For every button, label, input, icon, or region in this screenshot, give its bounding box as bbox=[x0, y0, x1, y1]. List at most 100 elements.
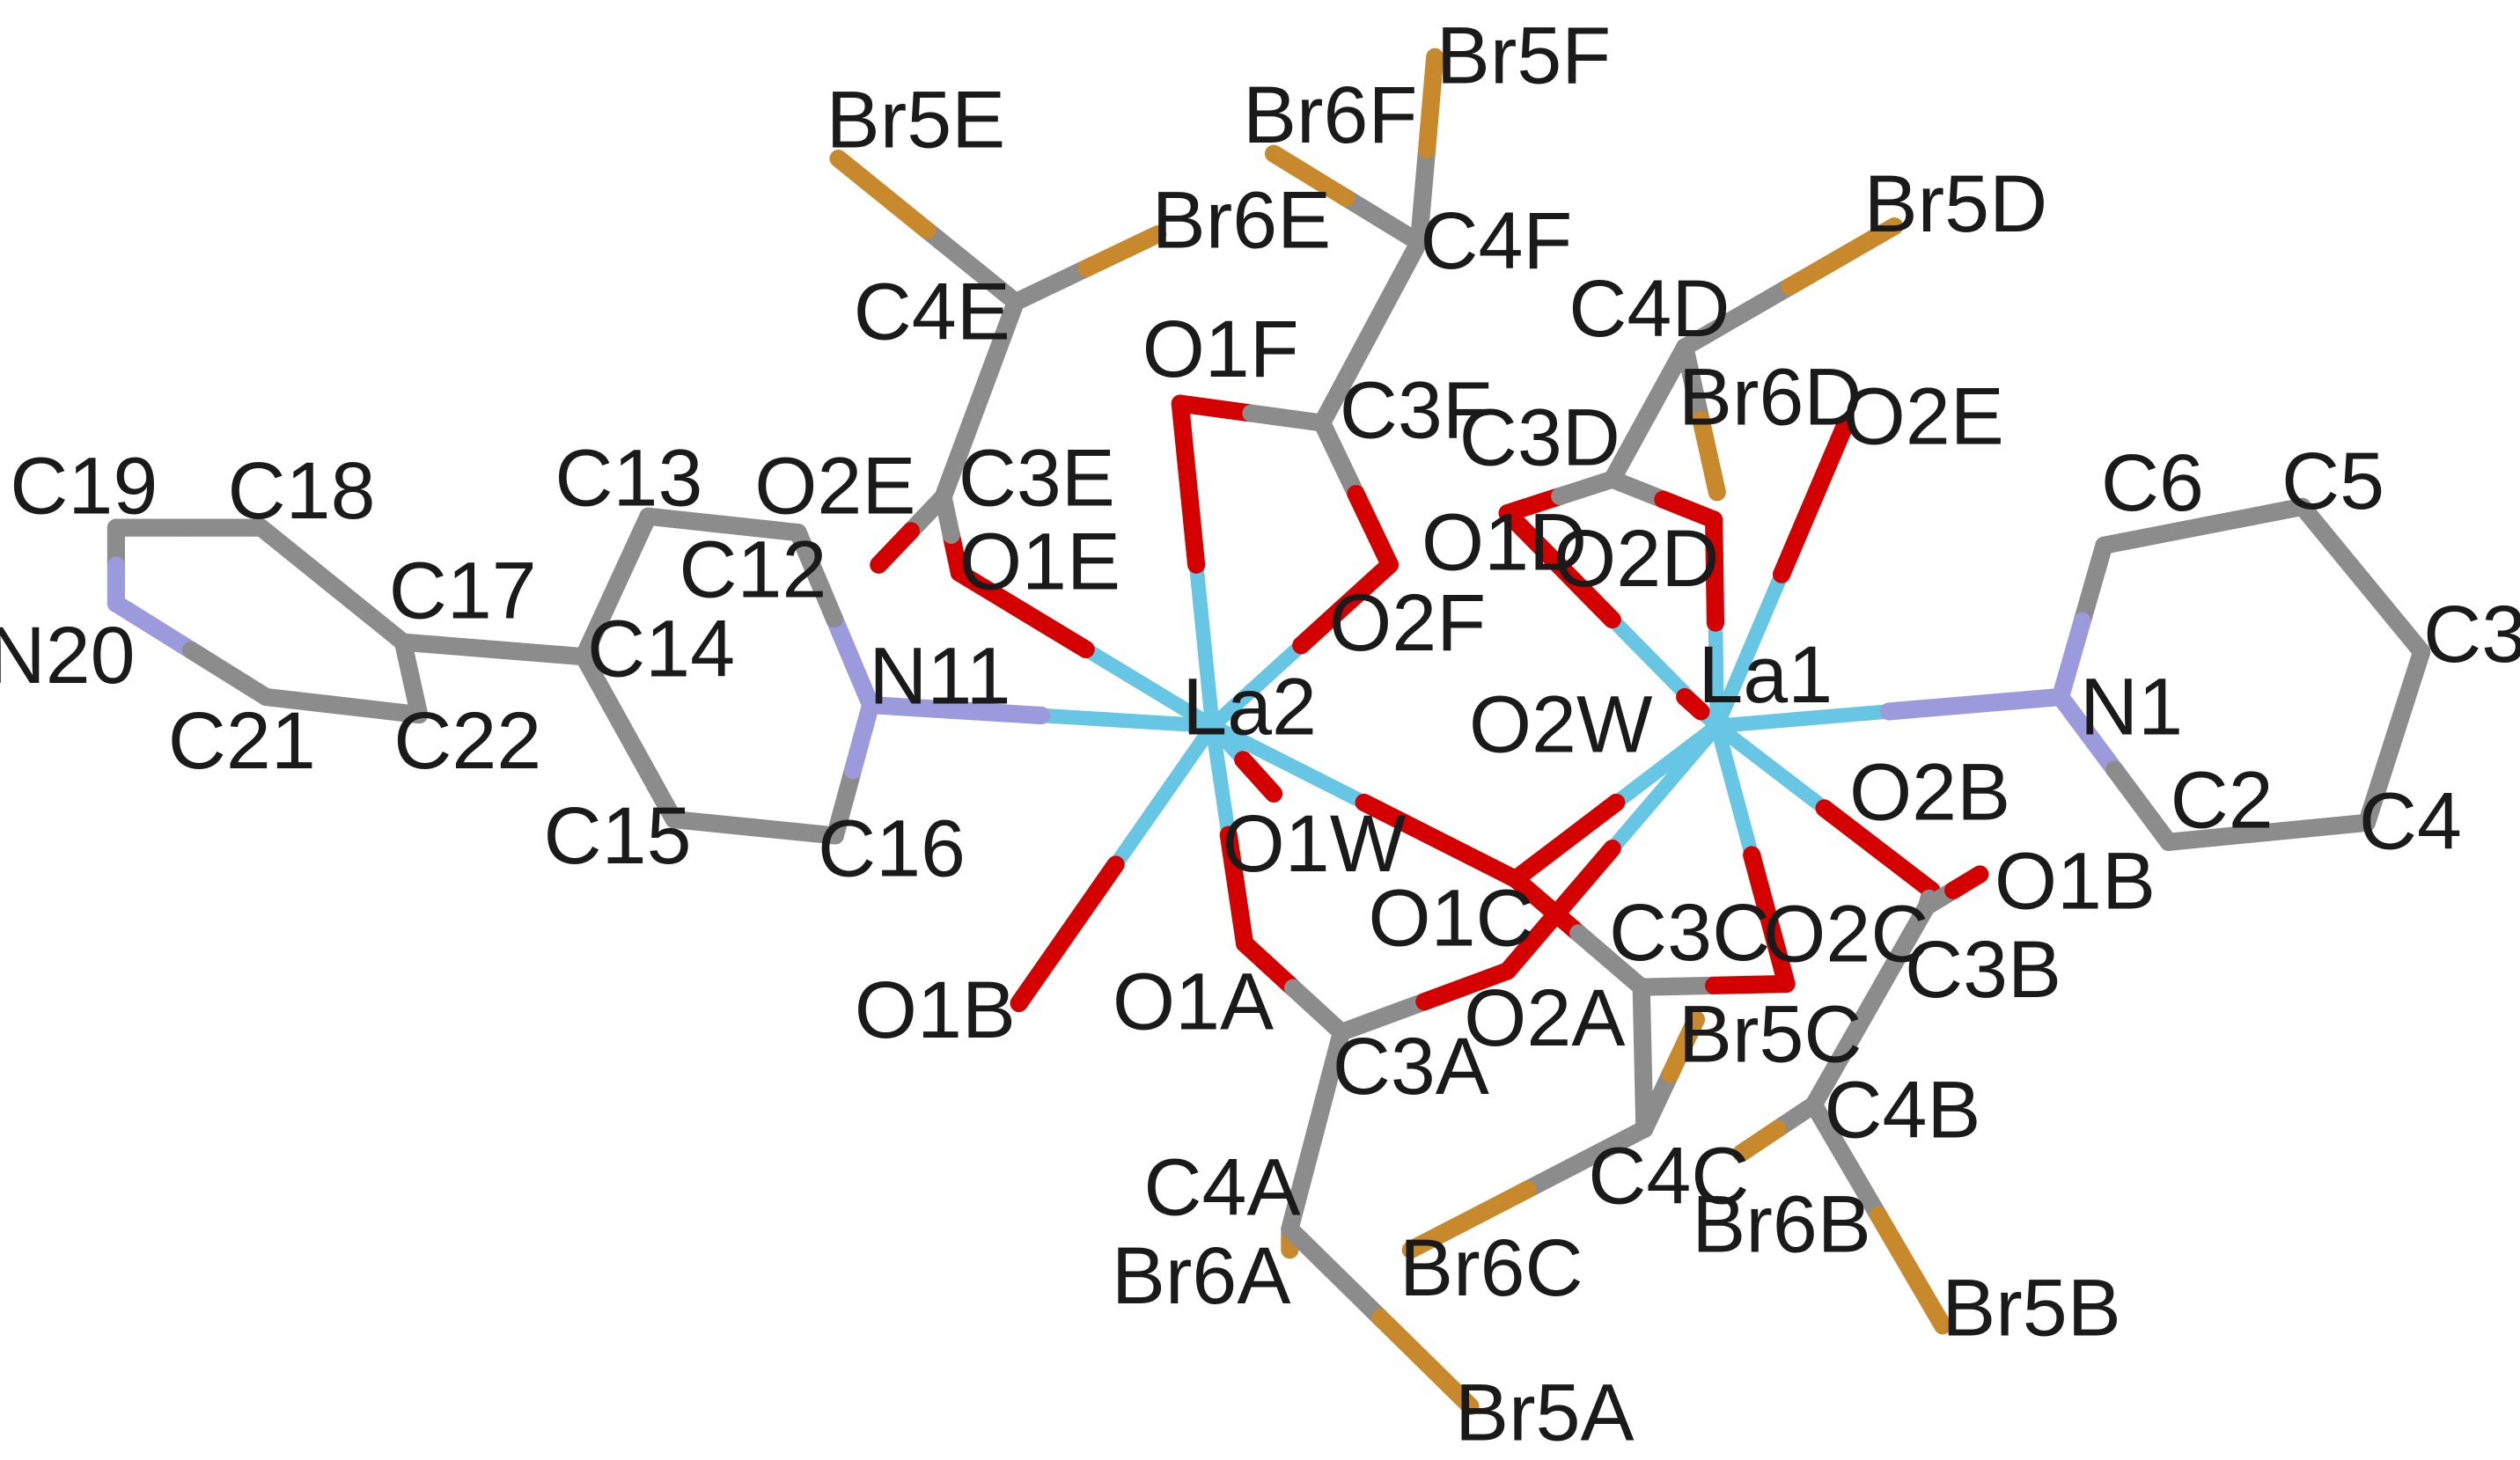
atom-label-c18-carbon: C18 bbox=[228, 446, 376, 536]
atom-label-o1d-oxygen: O1D bbox=[1422, 498, 1587, 588]
atom-label-br6e-bromine: Br6E bbox=[1152, 175, 1332, 265]
bond-C4D-Br5D-half-a bbox=[1676, 277, 1799, 356]
bond-C4B-Br5B-half-a bbox=[1804, 1096, 1888, 1224]
atom-label-n20-nitrogen: N20 bbox=[0, 611, 136, 701]
bond-N20-C21-half-a bbox=[107, 594, 201, 659]
bond-La2-N11-half-b bbox=[862, 696, 1051, 725]
bond-O1C-C3C-half-b bbox=[1569, 924, 1650, 996]
atom-label-br6c-bromine: Br6C bbox=[1400, 1223, 1583, 1313]
bond-O1C-C3C-half-a bbox=[1506, 869, 1588, 943]
atom-label-c3d-carbon: C3D bbox=[1459, 393, 1620, 483]
bond-C4E-Br5E-half-b bbox=[829, 150, 937, 239]
atom-label-c4a-carbon: C4A bbox=[1143, 1142, 1300, 1232]
bond-La1-O2D-half-b bbox=[1705, 510, 1725, 632]
bond-La2-N11-half-a bbox=[1034, 708, 1220, 734]
bond-La1-O2C-half-a bbox=[1709, 718, 1760, 862]
atom-label-br6f-bromine: Br6F bbox=[1243, 70, 1417, 160]
bond-C4E-Br5E-half-a bbox=[918, 221, 1025, 312]
bond-O1F-C3F-half-b bbox=[1242, 404, 1332, 432]
bond-C4F-Br6F-half-a bbox=[1337, 188, 1429, 252]
bond-C4F-Br5F-half-a bbox=[1409, 141, 1436, 252]
bond-La1-O2A-half-a bbox=[1605, 718, 1725, 856]
bond-C3F-O2F-half-b bbox=[1347, 485, 1400, 574]
bond-C3E-C4E-half-b bbox=[970, 293, 1025, 409]
bond-La1-O2W-half-b bbox=[1676, 687, 1710, 721]
bond-C3C-O2C-half-b bbox=[1705, 974, 1796, 994]
bond-C3B-C4B-half-a bbox=[1861, 898, 1936, 1015]
bond-C4B-Br5B-half-b bbox=[1869, 1206, 1952, 1335]
bond-La2-O1F-half-a bbox=[1188, 557, 1220, 734]
bond-C4C-Br5C-half-a bbox=[1635, 1065, 1679, 1138]
bond-La1-O1C-half-b bbox=[1506, 793, 1626, 889]
atom-label-c4b-carbon: C4B bbox=[1824, 1065, 1980, 1155]
bond-La2-O1C-half-a bbox=[1205, 718, 1371, 811]
bond-La2-O1E-half-a bbox=[1078, 642, 1220, 734]
bond-O1A-C3A-half-b bbox=[1283, 979, 1351, 1042]
bond-C4-C3-half-b bbox=[2385, 642, 2431, 746]
atom-label-o2f-oxygen: O2F bbox=[1329, 578, 1486, 668]
bond-C14-C15-half-b bbox=[620, 729, 683, 829]
atom-label-o1w-oxygen: O1W bbox=[1223, 799, 1407, 889]
atom-label-c3a-carbon: C3A bbox=[1333, 1022, 1489, 1112]
bond-N20-C21-half-b bbox=[181, 641, 276, 707]
bond-C4D-Br5D-half-b bbox=[1781, 217, 1904, 296]
atom-label-c22-carbon: C22 bbox=[393, 696, 541, 786]
bond-C17-C18-half-a bbox=[323, 576, 413, 651]
bond-C4B-Br6B-half-b bbox=[1732, 1119, 1787, 1163]
bond-C13-C14-half-a bbox=[606, 507, 658, 596]
bond-La2-O1Bs-half-b bbox=[1010, 855, 1125, 1013]
bond-La2-O1W-half-b bbox=[1234, 751, 1283, 803]
bond-La1-N1-half-a bbox=[1709, 704, 1897, 734]
bond-C2-C4-half-a bbox=[2159, 823, 2277, 851]
atom-label-o1c-oxygen: O1C bbox=[1368, 873, 1533, 963]
bond-C3D-O2D-half-a bbox=[1603, 470, 1672, 509]
atom-label-br5d-bromine: Br5D bbox=[1864, 159, 2048, 249]
bond-C4F-Br6F-half-b bbox=[1264, 144, 1356, 208]
bond-C4C-Br5C-half-b bbox=[1661, 1010, 1706, 1083]
bond-C3E-O2Es-half-b bbox=[870, 522, 921, 574]
bond-C3A-O2A-half-a bbox=[1332, 993, 1434, 1042]
atom-label-br6b-bromine: Br6B bbox=[1692, 1179, 1871, 1269]
bond-C15-C16-half-b bbox=[746, 818, 844, 845]
atom-label-br6a-bromine: Br6A bbox=[1112, 1231, 1291, 1321]
bond-C16-N11-half-b bbox=[843, 696, 880, 780]
bond-La2-O1A-half-b bbox=[1219, 825, 1254, 953]
bond-C14-C17-half-a bbox=[484, 640, 593, 666]
atom-label-br5f-bromine: Br5F bbox=[1436, 11, 1611, 100]
bond-La1-N1-half-b bbox=[1879, 687, 2070, 721]
bond-C4E-Br6E-half-b bbox=[1077, 225, 1167, 277]
bond-C4A-Br5A-half-a bbox=[1281, 1220, 1390, 1327]
bond-C21-C22-half-a bbox=[257, 687, 352, 715]
bond-C4D-Br6D-half-b bbox=[1692, 410, 1726, 502]
bond-C3D-C4D-half-a bbox=[1603, 404, 1658, 488]
bond-C12-C13-half-a bbox=[714, 515, 807, 542]
atom-label-br5b-bromine: Br5B bbox=[1942, 1264, 2121, 1354]
atom-label-br6d-bromine: Br6D bbox=[1679, 353, 1862, 443]
bond-C13-C14-half-b bbox=[575, 577, 625, 666]
bond-La1-O2E-half-b bbox=[1772, 414, 1855, 583]
atom-label-c12-carbon: C12 bbox=[679, 525, 827, 615]
atom-label-c3-carbon: C3 bbox=[2423, 590, 2520, 679]
atom-label-n11-nitrogen: N11 bbox=[869, 632, 1010, 722]
bond-C4D-Br6D-half-a bbox=[1676, 338, 1710, 429]
atom-label-la2-lanthanum: La2 bbox=[1182, 662, 1317, 752]
atom-label-c3f-carbon: C3F bbox=[1340, 365, 1492, 455]
bond-La2-O1A-half-a bbox=[1205, 718, 1237, 842]
bond-C3E-C4E-half-a bbox=[934, 390, 988, 506]
atom-label-br5a-bromine: Br5A bbox=[1455, 1368, 1635, 1458]
bond-C3F-O2F-half-a bbox=[1312, 414, 1365, 503]
bond-C3B-C4B-half-b bbox=[1804, 996, 1879, 1114]
bond-C4C-Br6C-half-a bbox=[1518, 1119, 1654, 1199]
bond-C12-C13-half-b bbox=[639, 507, 732, 534]
bond-C14-C15-half-a bbox=[575, 648, 638, 747]
bond-C2-C4-half-b bbox=[2259, 813, 2377, 841]
atom-label-n1-nitrogen: N1 bbox=[2080, 662, 2183, 752]
bond-C3A-C4A-half-a bbox=[1306, 1023, 1351, 1140]
atom-label-o2b-oxygen: O2B bbox=[1849, 748, 2010, 838]
bond-La1-O2B-half-a bbox=[1709, 718, 1832, 816]
atom-label-c21-carbon: C21 bbox=[168, 696, 316, 786]
bond-C16-N11-half-a bbox=[826, 761, 863, 845]
bond-La2-O1E-half-b bbox=[950, 563, 1095, 658]
